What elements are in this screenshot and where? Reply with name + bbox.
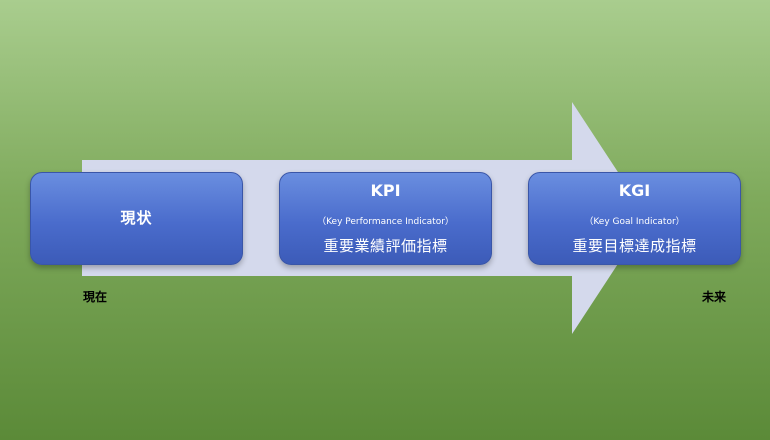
kgi-box: KGI （Key Goal Indicator） 重要目標達成指標 — [528, 172, 741, 265]
kpi-title: KPI — [370, 181, 401, 200]
start-label: 現在 — [83, 290, 108, 304]
current-state-label: 現状 — [120, 209, 153, 227]
end-label: 未来 — [702, 290, 727, 304]
kgi-subtitle: （Key Goal Indicator） — [584, 217, 685, 227]
kpi-subtitle: （Key Performance Indicator） — [317, 217, 454, 227]
current-state-box: 現状 — [30, 172, 243, 265]
kgi-title: KGI — [618, 181, 651, 200]
kpi-label: 重要業績評価指標 — [323, 237, 448, 255]
kpi-box: KPI （Key Performance Indicator） 重要業績評価指標 — [279, 172, 492, 265]
kgi-label: 重要目標達成指標 — [572, 237, 697, 255]
